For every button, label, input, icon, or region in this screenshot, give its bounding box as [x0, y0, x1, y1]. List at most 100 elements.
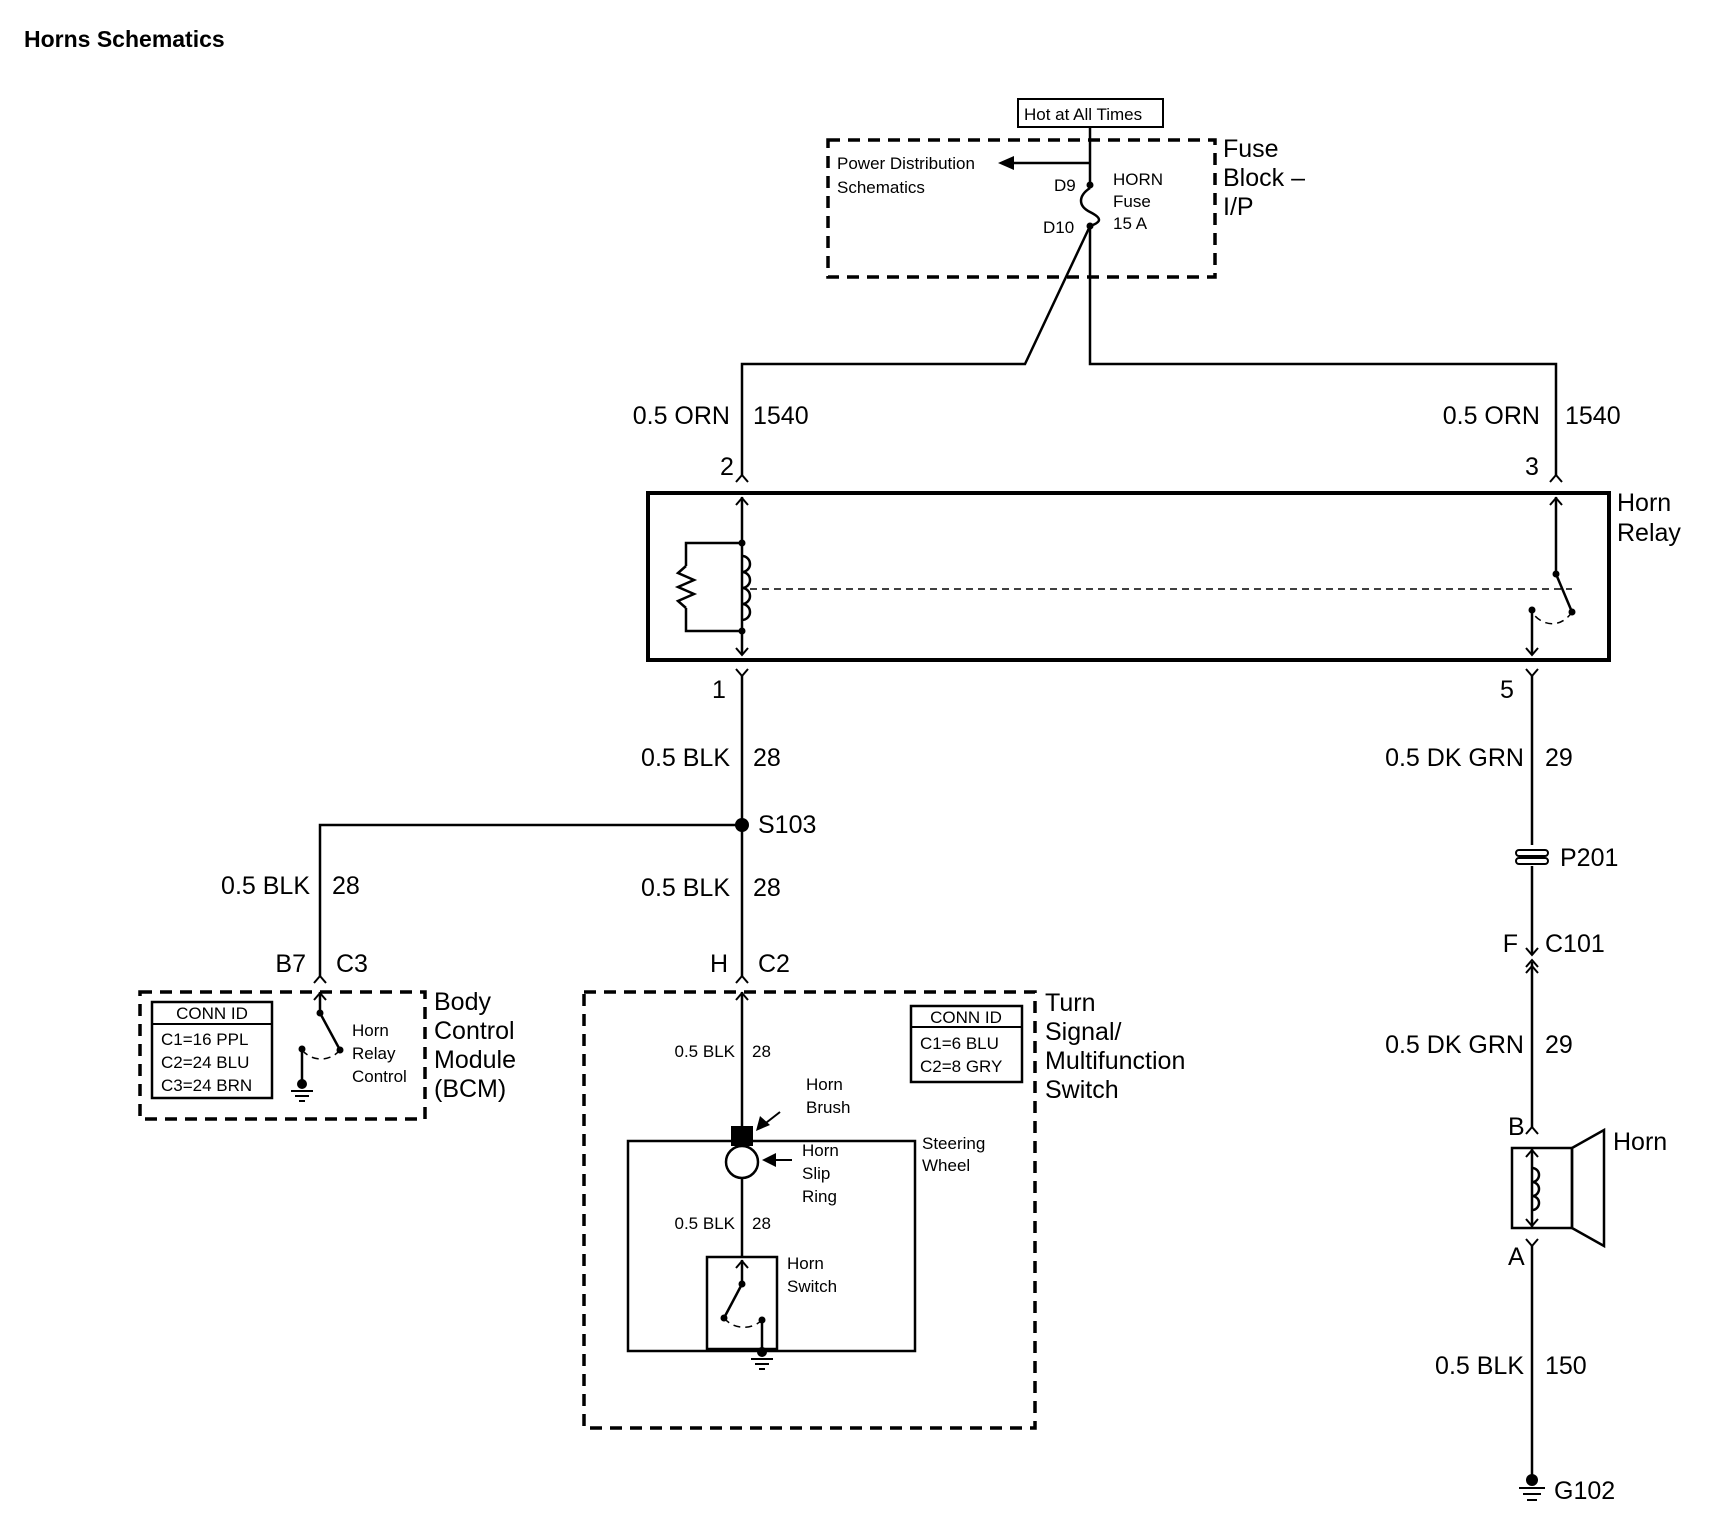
wire-blk-bcm — [318, 823, 742, 976]
bcm-control-label-line2: Relay — [352, 1044, 396, 1063]
ground-icon — [751, 1347, 773, 1370]
tsm-label-line1: Turn — [1045, 989, 1095, 1017]
tsm-wire-gauge: 0.5 BLK — [675, 1042, 736, 1061]
arrow-icon — [762, 1153, 776, 1167]
pin-d9-label: D9 — [1054, 176, 1076, 195]
bcm-label-line2: Control — [434, 1017, 515, 1045]
horn: B A Horn — [1508, 1113, 1667, 1271]
bcm-control-label-line1: Horn — [352, 1021, 389, 1040]
fuse-block: Hot at All Times Power Distribution Sche… — [826, 98, 1305, 279]
tsm-conn-id-row: C2=8 GRY — [920, 1057, 1002, 1076]
wire-blk-relay-gauge: 0.5 BLK — [641, 744, 730, 772]
pass-through-p201-icon — [1515, 849, 1549, 865]
horn-relay-box — [646, 491, 1611, 662]
bcm-control-label-line3: Control — [352, 1067, 407, 1086]
horn-slip-ring-label-line3: Ring — [802, 1187, 837, 1206]
horn-body — [1510, 1146, 1574, 1230]
bcm-relay-control-switch-icon — [318, 1012, 342, 1051]
hot-at-all-times-label: Hot at All Times — [1024, 105, 1142, 124]
fuse-block-label-line1: Fuse — [1223, 135, 1279, 163]
horn-slip-ring-icon — [724, 1144, 760, 1180]
wire-orn-right-gauge: 0.5 ORN — [1443, 402, 1540, 430]
horn-brush-label-line2: Brush — [806, 1098, 850, 1117]
wire-orn-left — [740, 225, 1092, 475]
wire-dk-grn-upper-circuit: 29 — [1545, 744, 1573, 772]
horn-brush-icon — [731, 1126, 753, 1146]
turn-signal-multifunction-switch: H C2 0.5 BLK 28 Steering Wheel Horn Brus… — [582, 950, 1185, 1430]
relay-pin-2: 2 — [720, 453, 734, 481]
wire-blk-bcm-gauge: 0.5 BLK — [221, 872, 310, 900]
relay-coil-icon — [741, 554, 752, 622]
steering-wheel-box — [626, 1139, 917, 1353]
horn-coil-icon — [1531, 1166, 1541, 1212]
tsm-label-line3: Multifunction — [1045, 1047, 1185, 1075]
arrow-left-icon — [998, 156, 1014, 170]
bcm-conn-id-row: C3=24 BRN — [161, 1076, 252, 1095]
tsm-conn-id-row: C1=6 BLU — [920, 1034, 999, 1053]
tsm-outline — [582, 990, 1037, 1430]
horn-slip-ring-label-line1: Horn — [802, 1141, 839, 1160]
horn-label: Horn — [1613, 1128, 1667, 1156]
splice-s103-label: S103 — [758, 811, 816, 839]
body-control-module: B7 C3 CONN ID C1=16 PPL C2=24 BLU C3=24 … — [138, 950, 516, 1121]
bcm-conn-label: C3 — [336, 950, 368, 978]
horn-brush-label-line1: Horn — [806, 1075, 843, 1094]
wire-dk-grn-lower-circuit: 29 — [1545, 1031, 1573, 1059]
wire-blk-bcm-circuit: 28 — [332, 872, 360, 900]
horn-switch-contact-icon — [722, 1283, 744, 1319]
tsm-label-line2: Signal/ — [1045, 1018, 1121, 1046]
pds-label-line1: Power Distribution — [837, 154, 975, 173]
wire-dk-grn-lower-gauge: 0.5 DK GRN — [1385, 1031, 1524, 1059]
horn-bell-icon — [1570, 1127, 1606, 1249]
horn-relay-label-line1: Horn — [1617, 489, 1671, 517]
bcm-pin-label: B7 — [275, 950, 306, 978]
wire-orn-right — [1088, 226, 1558, 475]
bcm-conn-id-title: CONN ID — [176, 1004, 248, 1023]
fuse-word: Fuse — [1113, 192, 1151, 211]
ground-g102-label: G102 — [1554, 1477, 1615, 1505]
wire-orn-right-circuit: 1540 — [1565, 402, 1621, 430]
bcm-label-line3: Module — [434, 1046, 516, 1074]
bcm-conn-id-row: C1=16 PPL — [161, 1030, 248, 1049]
steering-wheel-label-line2: Wheel — [922, 1156, 970, 1175]
relay-pin-1: 1 — [712, 676, 726, 704]
wire-dk-grn-upper-gauge: 0.5 DK GRN — [1385, 744, 1524, 772]
horn-pin-b: B — [1508, 1113, 1525, 1141]
relay-pin-3: 3 — [1525, 453, 1539, 481]
wire-blk-ground-gauge: 0.5 BLK — [1435, 1352, 1524, 1380]
tsm-pin-label: H — [710, 950, 728, 978]
horn-switch-label-line1: Horn — [787, 1254, 824, 1273]
horn-relay-label-line2: Relay — [1617, 519, 1681, 547]
tsm-label-line4: Switch — [1045, 1076, 1119, 1104]
bcm-label-line1: Body — [434, 988, 491, 1016]
horn-switch-box — [705, 1255, 779, 1351]
pin-d10-label: D10 — [1043, 218, 1074, 237]
ground-g102-icon — [1519, 1474, 1545, 1501]
tsm-conn-label: C2 — [758, 950, 790, 978]
bcm-outline — [138, 990, 427, 1121]
bcm-label-line4: (BCM) — [434, 1075, 506, 1103]
bcm-conn-id-table — [150, 1000, 274, 1100]
fuse-name: HORN — [1113, 170, 1163, 189]
arrow-icon — [756, 1116, 770, 1131]
wire-blk-ground-circuit: 150 — [1545, 1352, 1587, 1380]
wire-blk-tsm-circuit: 28 — [753, 874, 781, 902]
c101-connector-label: C101 — [1545, 930, 1605, 958]
fuse-rating: 15 A — [1113, 214, 1148, 233]
wire-blk-relay-circuit: 28 — [753, 744, 781, 772]
wire-orn-left-gauge: 0.5 ORN — [633, 402, 730, 430]
page-title: Horns Schematics — [24, 26, 225, 52]
pds-label-line2: Schematics — [837, 178, 925, 197]
wire-blk-tsm-gauge: 0.5 BLK — [641, 874, 730, 902]
bcm-conn-id-row: C2=24 BLU — [161, 1053, 249, 1072]
tsm-inner-wire-circuit: 28 — [752, 1214, 771, 1233]
horn-slip-ring-label-line2: Slip — [802, 1164, 830, 1183]
ground-icon — [291, 1079, 313, 1102]
fuse-block-label-line2: Block – — [1223, 164, 1305, 192]
horn-relay: 2 3 Horn Relay 1 5 — [646, 453, 1681, 704]
wire-orn-left-circuit: 1540 — [753, 402, 809, 430]
relay-resistor-icon — [674, 565, 698, 609]
tsm-conn-id-table — [909, 1004, 1024, 1084]
fuse-icon — [1079, 186, 1101, 228]
